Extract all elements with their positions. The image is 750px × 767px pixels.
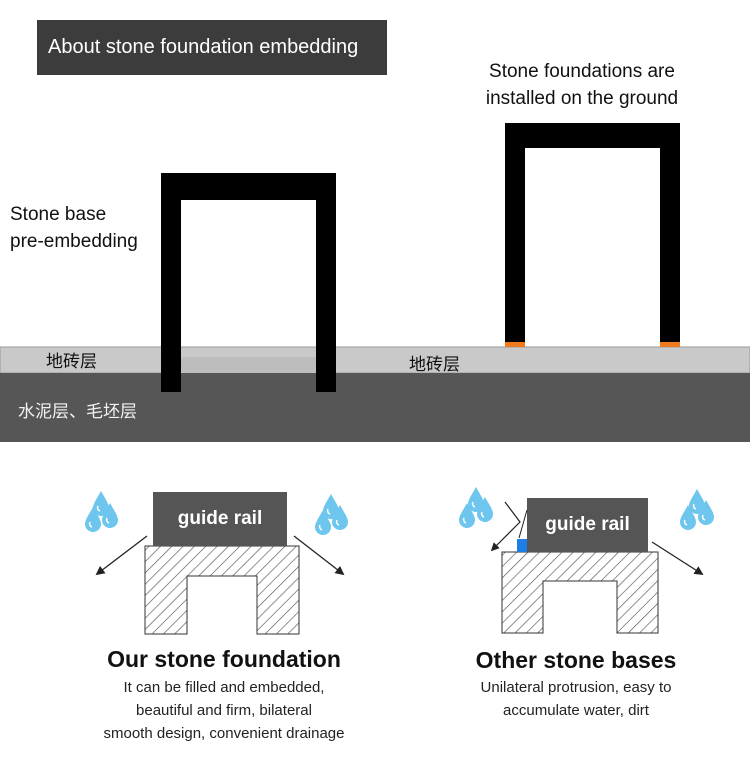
protrusion-pointer-line	[518, 509, 528, 539]
embedded-frame	[161, 173, 336, 392]
water-drops-icon	[458, 486, 494, 529]
our-foundation-description: It can be filled and embedded, beautiful…	[74, 676, 374, 745]
label-pre-embedding-line1: Stone base	[10, 204, 107, 225]
tile-layer	[0, 346, 750, 374]
other-desc-line2: accumulate water, dirt	[503, 702, 649, 719]
water-gap-marker	[517, 539, 527, 552]
cross-section-diagram	[0, 123, 750, 442]
label-pre-embedding-line2: pre-embedding	[10, 231, 138, 252]
cement-texture	[0, 373, 750, 442]
our-desc-line1: It can be filled and embedded,	[123, 679, 325, 696]
page-title: About stone foundation embedding	[37, 20, 387, 75]
ground-frame	[505, 123, 680, 344]
label-installed-on-ground: Stone foundations are installed on the g…	[462, 58, 702, 112]
other-guide-rail	[527, 498, 648, 552]
other-base-profile	[501, 551, 659, 634]
protrusion-pointer	[490, 501, 521, 552]
water-drops-icon	[84, 490, 119, 533]
tile-layer-label-right: 地砖层	[409, 355, 460, 374]
our-drain-arrow-left	[95, 535, 148, 576]
other-drain-arrow-right	[651, 541, 704, 575]
our-guide-rail	[153, 492, 287, 546]
label-installed-line2: installed on the ground	[485, 88, 679, 109]
our-guide-rail-label: guide rail	[177, 508, 263, 529]
other-desc-line1: Unilateral protrusion, easy to	[480, 679, 672, 696]
comparison-diagrams	[84, 486, 715, 635]
orange-pad-left	[505, 342, 525, 347]
our-desc-line2: beautiful and firm, bilateral	[136, 702, 312, 719]
our-desc-line3: smooth design, convenient drainage	[103, 725, 345, 742]
other-bases-heading: Other stone bases	[475, 647, 677, 673]
embed-recess	[180, 357, 316, 373]
cement-layer-label: 水泥层、毛坯层	[18, 402, 137, 421]
our-foundation-profile	[144, 545, 300, 635]
tile-layer-label-left: 地砖层	[46, 352, 97, 371]
water-drops-icon	[679, 488, 715, 531]
label-pre-embedding: Stone base pre-embedding	[10, 201, 138, 255]
page-title-text: About stone foundation embedding	[48, 36, 359, 58]
our-drain-arrow-right	[293, 535, 345, 576]
water-drops-icon	[314, 493, 349, 536]
our-foundation-heading: Our stone foundation	[107, 646, 341, 672]
label-installed-line1: Stone foundations are	[489, 61, 675, 82]
other-guide-rail-label: guide rail	[545, 514, 630, 535]
orange-pad-right	[660, 342, 680, 347]
other-bases-description: Unilateral protrusion, easy to accumulat…	[426, 676, 726, 722]
